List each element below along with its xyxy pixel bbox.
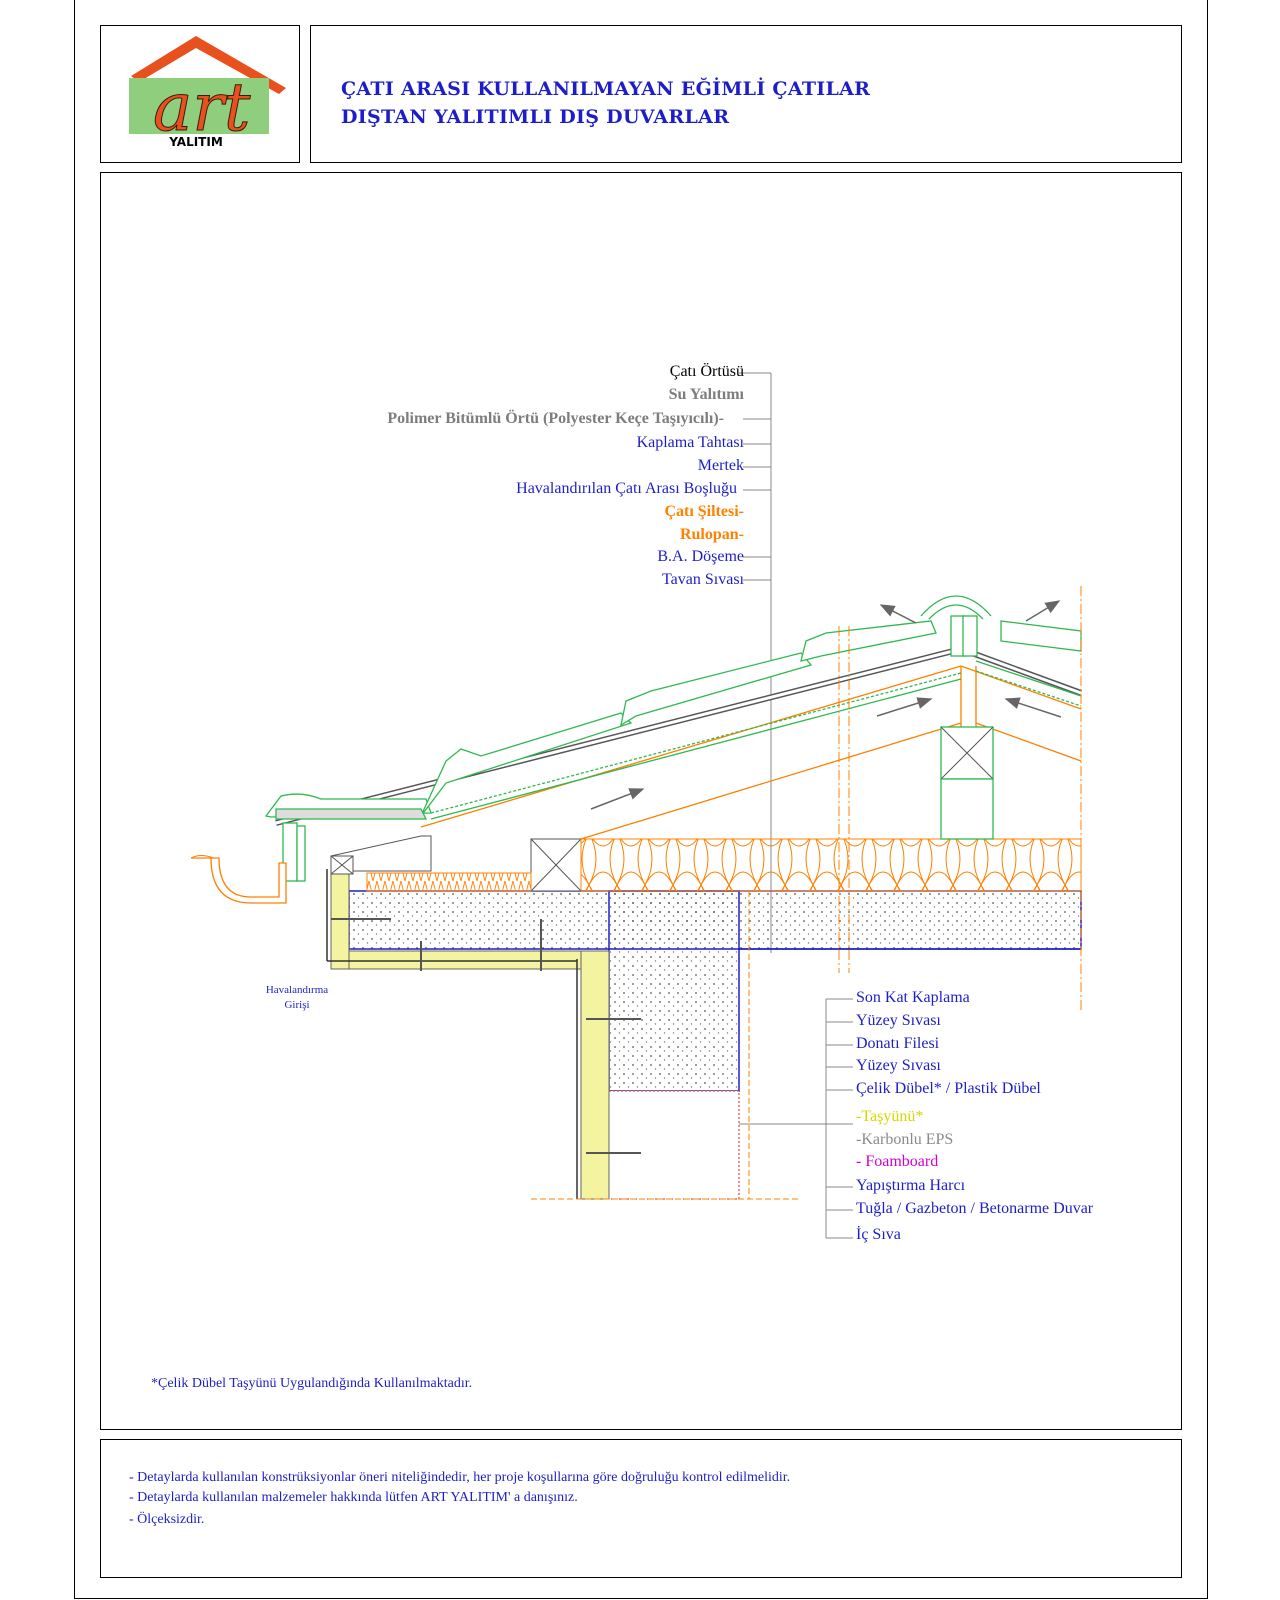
anchors: [331, 918, 641, 1154]
ventilation-label: Havalandırma Girişi: [257, 983, 337, 1013]
label-tasyunu: -Taşyünü*: [856, 1108, 924, 1125]
label-yapistirma-harci: Yapıştırma Harcı: [856, 1177, 966, 1194]
brick-wall: [608, 1090, 740, 1200]
label-tugla-gazbeton: Tuğla / Gazbeton / Betonarme Duvar: [856, 1200, 1094, 1217]
ventilation-label-line2: Girişi: [284, 999, 310, 1011]
company-logo: art YALITIM: [129, 36, 286, 149]
title-line-2: DIŞTAN YALITIMLI DIŞ DUVARLAR: [341, 106, 730, 128]
label-cati-ortusu: Çatı Örtüsü: [669, 363, 744, 380]
notes-box: - Detaylarda kullanılan konstrüksiyonlar…: [100, 1439, 1182, 1578]
gutter: [191, 857, 287, 904]
label-yuzey-sivasi-1: Yüzey Sıvası: [856, 1012, 941, 1029]
drawing-area: Çatı Örtüsü Su Yalıtımı Polimer Bitümlü …: [100, 172, 1182, 1430]
label-celik-dubel: Çelik Dübel* / Plastik Dübel: [856, 1080, 1041, 1097]
label-cati-siltesi: Çatı Şiltesi-: [664, 503, 744, 520]
logo-text: art: [153, 69, 251, 146]
label-foamboard: - Foamboard: [856, 1153, 939, 1170]
roof-detail-drawing: [190, 372, 1083, 1239]
concrete-beam: [608, 890, 740, 1092]
title-box: ÇATI ARASI KULLANILMAYAN EĞİMLİ ÇATILAR …: [310, 25, 1182, 163]
label-ic-siva: İç Sıva: [856, 1226, 901, 1243]
logo-subtitle: YALITIM: [168, 135, 223, 149]
label-donati-filesi: Donatı Filesi: [856, 1035, 940, 1052]
label-rulopan: Rulopan-: [679, 526, 744, 543]
wall-leader-lines: [609, 998, 853, 1239]
label-polimer-bitumlu-ortu: Polimer Bitümlü Örtü (Polyester Keçe Taş…: [387, 410, 724, 427]
airflow-arrows: [590, 600, 1062, 810]
roof-insulation: [580, 838, 1082, 892]
title-line-1: ÇATI ARASI KULLANILMAYAN EĞİMLİ ÇATILAR: [341, 78, 871, 100]
note-1: - Detaylarda kullanılan konstrüksiyonlar…: [129, 1470, 791, 1485]
label-mertek: Mertek: [697, 457, 744, 474]
ventilation-label-line1: Havalandırma: [265, 984, 329, 996]
label-yuzey-sivasi-2: Yüzey Sıvası: [856, 1057, 941, 1074]
label-tavan-sivasi: Tavan Sıvası: [662, 571, 744, 588]
label-kaplama-tahtasi: Kaplama Tahtası: [636, 434, 744, 451]
label-su-yalitimi: Su Yalıtımı: [668, 386, 744, 403]
note-2: - Detaylarda kullanılan malzemeler hakkı…: [129, 1490, 578, 1505]
footnote: *Çelik Dübel Taşyünü Uygulandığında Kull…: [151, 1376, 473, 1391]
external-insulation: [580, 950, 610, 1200]
logo-box: art YALITIM: [100, 25, 300, 163]
page-frame: [74, 0, 1208, 1599]
label-havalandirilan-bosluk: Havalandırılan Çatı Arası Boşluğu: [516, 480, 737, 497]
label-ba-doseme: B.A. Döşeme: [657, 548, 744, 565]
roof-tiles: [264, 595, 1082, 820]
label-karbonlu-eps: -Karbonlu EPS: [856, 1131, 954, 1148]
note-3: - Ölçeksizdir.: [129, 1512, 205, 1527]
label-son-kat-kaplama: Son Kat Kaplama: [856, 989, 970, 1006]
